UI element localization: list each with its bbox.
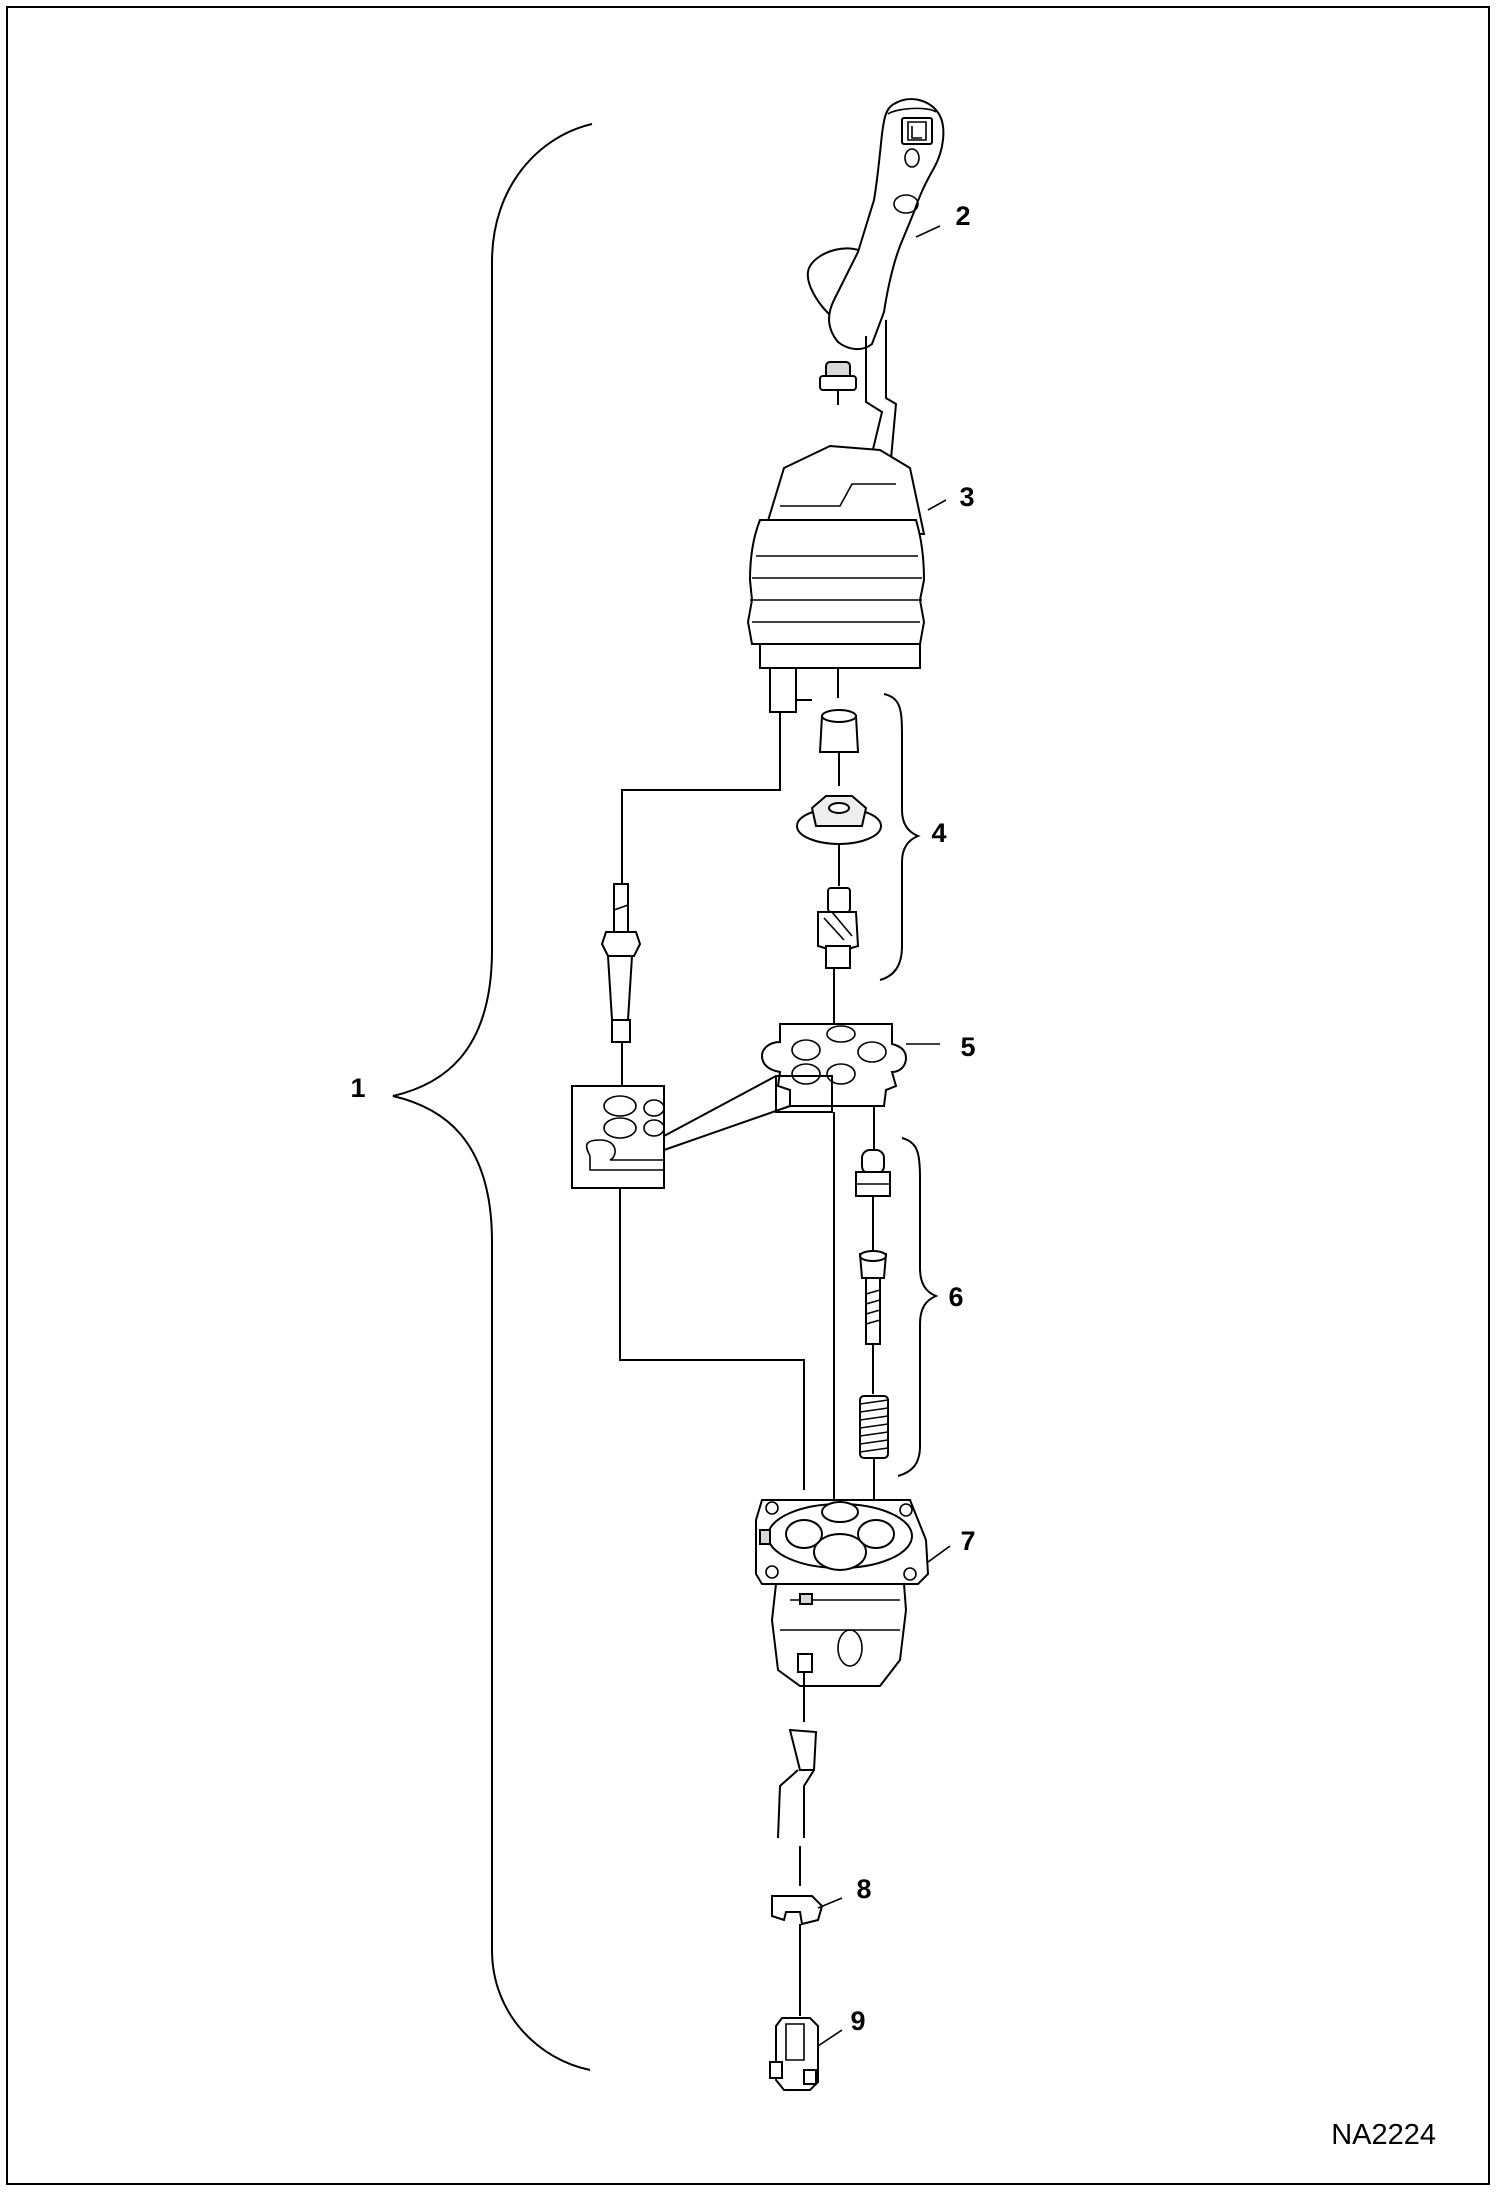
callout-label-5: 5 xyxy=(960,1032,975,1062)
diagram-frame xyxy=(6,6,1490,2185)
subassembly-bracket-4 xyxy=(879,693,921,981)
callout-label-6: 6 xyxy=(948,1282,963,1312)
callout-label-8: 8 xyxy=(856,1874,871,1904)
flange-nut-part xyxy=(796,795,882,886)
connector-line-left xyxy=(619,1188,805,1490)
callout-label-9: 9 xyxy=(850,2006,865,2036)
wire-harness-part xyxy=(777,1728,818,1886)
callout-label-7: 7 xyxy=(960,1526,975,1556)
leader-lines xyxy=(817,225,951,2047)
joystick-handle-part xyxy=(806,98,945,471)
clip-part xyxy=(771,1895,824,2016)
callout-label-1: 1 xyxy=(350,1073,365,1103)
callout-label-4: 4 xyxy=(931,818,946,848)
rod-part xyxy=(600,712,781,1086)
plate-part xyxy=(760,1023,908,1113)
subassembly-bracket-6 xyxy=(897,1137,939,1477)
bolt-part xyxy=(858,1250,888,1394)
spring-part xyxy=(859,1395,889,1500)
callout-label-3: 3 xyxy=(959,482,974,512)
figure-id: NA2224 xyxy=(1331,2119,1436,2151)
connector-part xyxy=(769,2017,819,2091)
boot-part xyxy=(746,444,926,713)
valve-body-part xyxy=(755,1499,930,1722)
assembly-bracket-1 xyxy=(392,123,593,2071)
callout-label-2: 2 xyxy=(955,201,970,231)
spacer-part xyxy=(818,709,860,786)
plunger-part xyxy=(855,1149,891,1250)
pin-part xyxy=(817,887,860,1026)
plate-detail-view xyxy=(571,1075,791,1189)
